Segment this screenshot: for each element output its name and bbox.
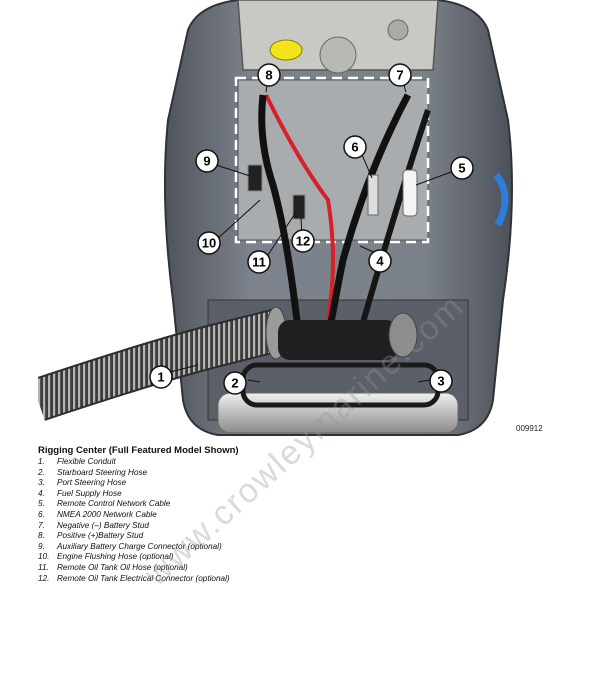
connector <box>367 174 379 216</box>
wire-bundle <box>324 93 412 341</box>
legend-item-text: Port Steering Hose <box>57 478 127 488</box>
legend-item-number: 5. <box>38 499 45 509</box>
legend-item-number: 3. <box>38 478 45 488</box>
callout-label: 4 <box>376 254 384 269</box>
legend-item-text: Positive (+)Battery Stud <box>57 531 144 541</box>
callout-label: 6 <box>351 140 358 155</box>
legend-item: 7. Negative (–) Battery Stud <box>38 521 458 532</box>
legend-item: 11. Remote Oil Tank Oil Hose (optional) <box>38 563 458 574</box>
legend-item: 4. Fuel Supply Hose <box>38 489 458 500</box>
legend-item-number: 6. <box>38 509 45 519</box>
legend-item-number: 9. <box>38 541 45 551</box>
callout-label: 10 <box>202 236 216 251</box>
callout-label: 2 <box>231 376 238 391</box>
legend-item-text: Negative (–) Battery Stud <box>57 520 149 530</box>
connector <box>292 194 306 220</box>
callout-label: 11 <box>252 255 266 270</box>
callout-4: 4 <box>368 249 392 273</box>
legend-item: 9. Auxiliary Battery Charge Connector (op… <box>38 542 458 553</box>
callout-circle <box>368 249 392 273</box>
legend-item: 2. Starboard Steering Hose <box>38 468 458 479</box>
legend-item-text: Fuel Supply Hose <box>57 488 122 498</box>
callout-label: 9 <box>203 154 210 169</box>
caption-title: Rigging Center (Full Featured Model Show… <box>38 445 239 456</box>
callout-label: 1 <box>157 370 164 385</box>
legend-item: 10. Engine Flushing Hose (optional) <box>38 552 458 563</box>
legend-item-text: Flexible Conduit <box>57 457 116 466</box>
legend-item: 6. NMEA 2000 Network Cable <box>38 510 458 521</box>
legend-item-text: Remote Oil Tank Oil Hose (optional) <box>57 562 188 572</box>
callout-circle <box>197 231 221 255</box>
top-bolt <box>319 36 357 74</box>
callout-circle <box>223 371 247 395</box>
yellow-cap <box>269 39 303 61</box>
callout-5: 5 <box>450 156 474 180</box>
callout-label: 8 <box>265 68 272 83</box>
callout-circle <box>429 369 453 393</box>
callout-3: 3 <box>429 369 453 393</box>
connector <box>247 164 263 192</box>
callout-8: 8 <box>257 63 281 87</box>
callout-circle <box>195 149 219 173</box>
legend-item-text: Starboard Steering Hose <box>57 467 148 477</box>
legend-item-text: Remote Control Network Cable <box>57 499 171 509</box>
legend-item-text: NMEA 2000 Network Cable <box>57 509 157 519</box>
caption-legend: 1. Flexible Conduit 2. Starboard Steering H… <box>38 457 458 584</box>
callout-9: 9 <box>195 149 219 173</box>
legend-item: 1. Flexible Conduit <box>38 457 458 468</box>
legend-item-text: Auxiliary Battery Charge Connector (opti… <box>57 541 222 551</box>
legend-item-number: 10. <box>38 552 50 562</box>
callout-10: 10 <box>197 231 221 255</box>
legend-item-number: 1. <box>38 457 45 466</box>
wire-bundle <box>355 109 431 341</box>
right-grommet <box>388 312 418 358</box>
callout-label: 5 <box>458 161 465 176</box>
legend-item-number: 4. <box>38 488 45 498</box>
wire-bundle <box>258 94 302 331</box>
callout-circle <box>247 250 271 274</box>
figure-code: 009912 <box>516 424 543 433</box>
callout-circle <box>388 63 412 87</box>
legend-item-number: 12. <box>38 573 50 583</box>
flexible-conduit-ribs <box>31 310 283 419</box>
callout-label: 3 <box>437 374 444 389</box>
legend-item: 8. Positive (+)Battery Stud <box>38 531 458 542</box>
legend-item-text: Engine Flushing Hose (optional) <box>57 552 174 562</box>
callout-1: 1 <box>149 365 173 389</box>
legend-item-number: 7. <box>38 520 45 530</box>
figure-caption: Rigging Center (Full Featured Model Show… <box>38 445 458 584</box>
callout-circle <box>343 135 367 159</box>
conduit-grommet <box>278 320 398 360</box>
callout-7: 7 <box>388 63 412 87</box>
callout-label: 12 <box>296 234 310 249</box>
connector <box>402 169 418 217</box>
legend-item: 5. Remote Control Network Cable <box>38 499 458 510</box>
callout-circle <box>149 365 173 389</box>
legend-item: 3. Port Steering Hose <box>38 478 458 489</box>
side-handle <box>493 172 509 227</box>
legend-item-number: 2. <box>38 467 45 477</box>
callout-label: 7 <box>396 68 403 83</box>
callout-circle <box>450 156 474 180</box>
legend-item-number: 11. <box>38 562 49 572</box>
callout-11: 11 <box>247 250 271 274</box>
legend-item-number: 8. <box>38 531 45 541</box>
legend-item: 12. Remote Oil Tank Electrical Connector … <box>38 574 458 585</box>
callout-2: 2 <box>223 371 247 395</box>
positive-wire <box>264 94 335 321</box>
legend-item-text: Remote Oil Tank Electrical Connector (op… <box>57 573 230 583</box>
top-bolt <box>387 19 409 41</box>
callout-6: 6 <box>343 135 367 159</box>
callout-circle <box>291 229 315 253</box>
callout-circle <box>257 63 281 87</box>
callout-12: 12 <box>291 229 315 253</box>
